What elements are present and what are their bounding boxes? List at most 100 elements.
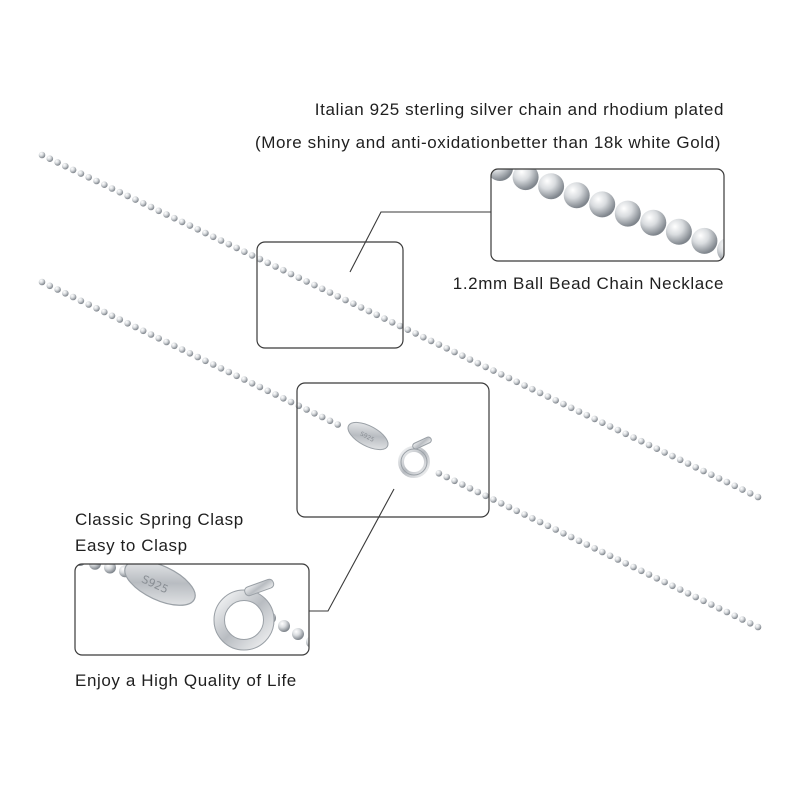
chain-bead — [723, 608, 731, 616]
chain-bead — [278, 620, 290, 632]
chain-bead — [54, 286, 61, 293]
chain-bead — [684, 590, 692, 597]
chain-bead — [171, 214, 178, 222]
chain-bead — [529, 385, 536, 393]
chain-bead — [69, 166, 77, 174]
chain-bead — [622, 560, 629, 567]
chain-bead — [536, 389, 544, 397]
chain-bead — [342, 296, 349, 304]
chain-bead — [233, 244, 240, 252]
chain-bead — [272, 391, 279, 398]
chain-bead — [661, 578, 668, 586]
chain-bead — [132, 196, 139, 203]
chain-bead — [225, 368, 233, 376]
chain-bead — [101, 181, 108, 188]
chain-bead — [303, 278, 310, 285]
chain-bead — [427, 337, 435, 345]
chain-bead — [606, 552, 614, 560]
chain-bead — [490, 496, 497, 503]
chain-bead — [420, 333, 427, 341]
clasp-zoom-inset: S925 — [74, 563, 310, 656]
chain-bead — [186, 222, 194, 229]
chain-bead — [552, 397, 559, 404]
chain-bead — [630, 563, 637, 571]
chain-bead — [147, 331, 155, 338]
chain-bead — [544, 393, 552, 400]
lower-chain-strand — [38, 278, 762, 631]
chain-bead — [669, 452, 676, 460]
chain-bead — [589, 191, 616, 218]
chain-bead — [194, 353, 201, 361]
chain-highlight-box — [256, 241, 404, 349]
chain-bead — [46, 155, 54, 162]
chain-bead — [665, 218, 692, 245]
chain-bead — [513, 507, 520, 515]
chain-bead — [412, 330, 419, 337]
chain-bead — [311, 410, 318, 417]
chain-bead — [715, 475, 723, 482]
chain-bead — [209, 361, 217, 368]
chain-bead — [443, 473, 451, 481]
chain-bead — [217, 365, 225, 372]
chain-bead — [287, 270, 295, 278]
chain-bead — [466, 485, 474, 492]
chain-bead — [474, 488, 482, 496]
chain-bead — [163, 338, 170, 346]
chain-bead — [739, 486, 746, 493]
chain-bead — [459, 481, 466, 488]
chain-bead — [692, 464, 699, 471]
chain-bead — [638, 437, 645, 445]
chain-bead — [482, 492, 489, 500]
chain-bead — [505, 374, 513, 382]
chain-bead — [108, 185, 116, 192]
chain-zoom-inset — [490, 168, 725, 262]
chain-bead — [93, 305, 100, 312]
chain-bead — [93, 177, 100, 185]
chain-bead — [202, 357, 209, 365]
chain-bead — [435, 341, 443, 348]
chain-bead — [85, 174, 92, 181]
chain-bead — [77, 297, 85, 305]
chain-bead — [708, 471, 715, 479]
upper-chain-strand — [38, 151, 762, 501]
chain-bead — [435, 470, 443, 477]
chain-bead — [116, 316, 124, 323]
chain-bead — [85, 301, 92, 308]
chain-bead — [104, 564, 116, 574]
chain-bead — [599, 548, 606, 556]
chain-bead — [217, 237, 225, 244]
chain-bead — [552, 526, 559, 533]
chain-bead — [381, 315, 388, 322]
header-line-1: Italian 925 sterling silver chain and rh… — [314, 100, 724, 119]
chain-bead — [599, 419, 606, 427]
chain-bead — [326, 417, 334, 425]
chain-bead — [638, 567, 645, 575]
chain-bead — [482, 363, 489, 371]
chain-bead — [46, 282, 54, 290]
chain-bead — [583, 541, 591, 548]
chain-bead — [754, 493, 762, 501]
chain-bead — [54, 159, 61, 166]
chain-bead — [241, 248, 248, 255]
chain-bead — [575, 408, 583, 415]
chain-bead — [567, 533, 575, 541]
chain-bead — [614, 200, 641, 227]
chain-bead — [194, 226, 201, 233]
chain-bead — [155, 335, 162, 342]
chain-bead — [451, 477, 458, 485]
chain-bead — [513, 378, 520, 386]
chain-bead — [746, 490, 754, 497]
chain-bead — [645, 441, 653, 449]
chain-bead — [622, 430, 629, 438]
chain-bead — [723, 478, 731, 486]
chain-bead — [225, 240, 233, 248]
chain-bead — [521, 511, 528, 518]
chain-bead — [264, 259, 272, 267]
chain-bead — [630, 434, 637, 441]
chain-bead — [443, 345, 451, 352]
chain-bead — [661, 449, 668, 456]
header-line-2: (More shiny and anti-oxidationbetter tha… — [254, 133, 721, 152]
chain-bead — [692, 593, 699, 601]
chain-bead — [708, 601, 715, 608]
